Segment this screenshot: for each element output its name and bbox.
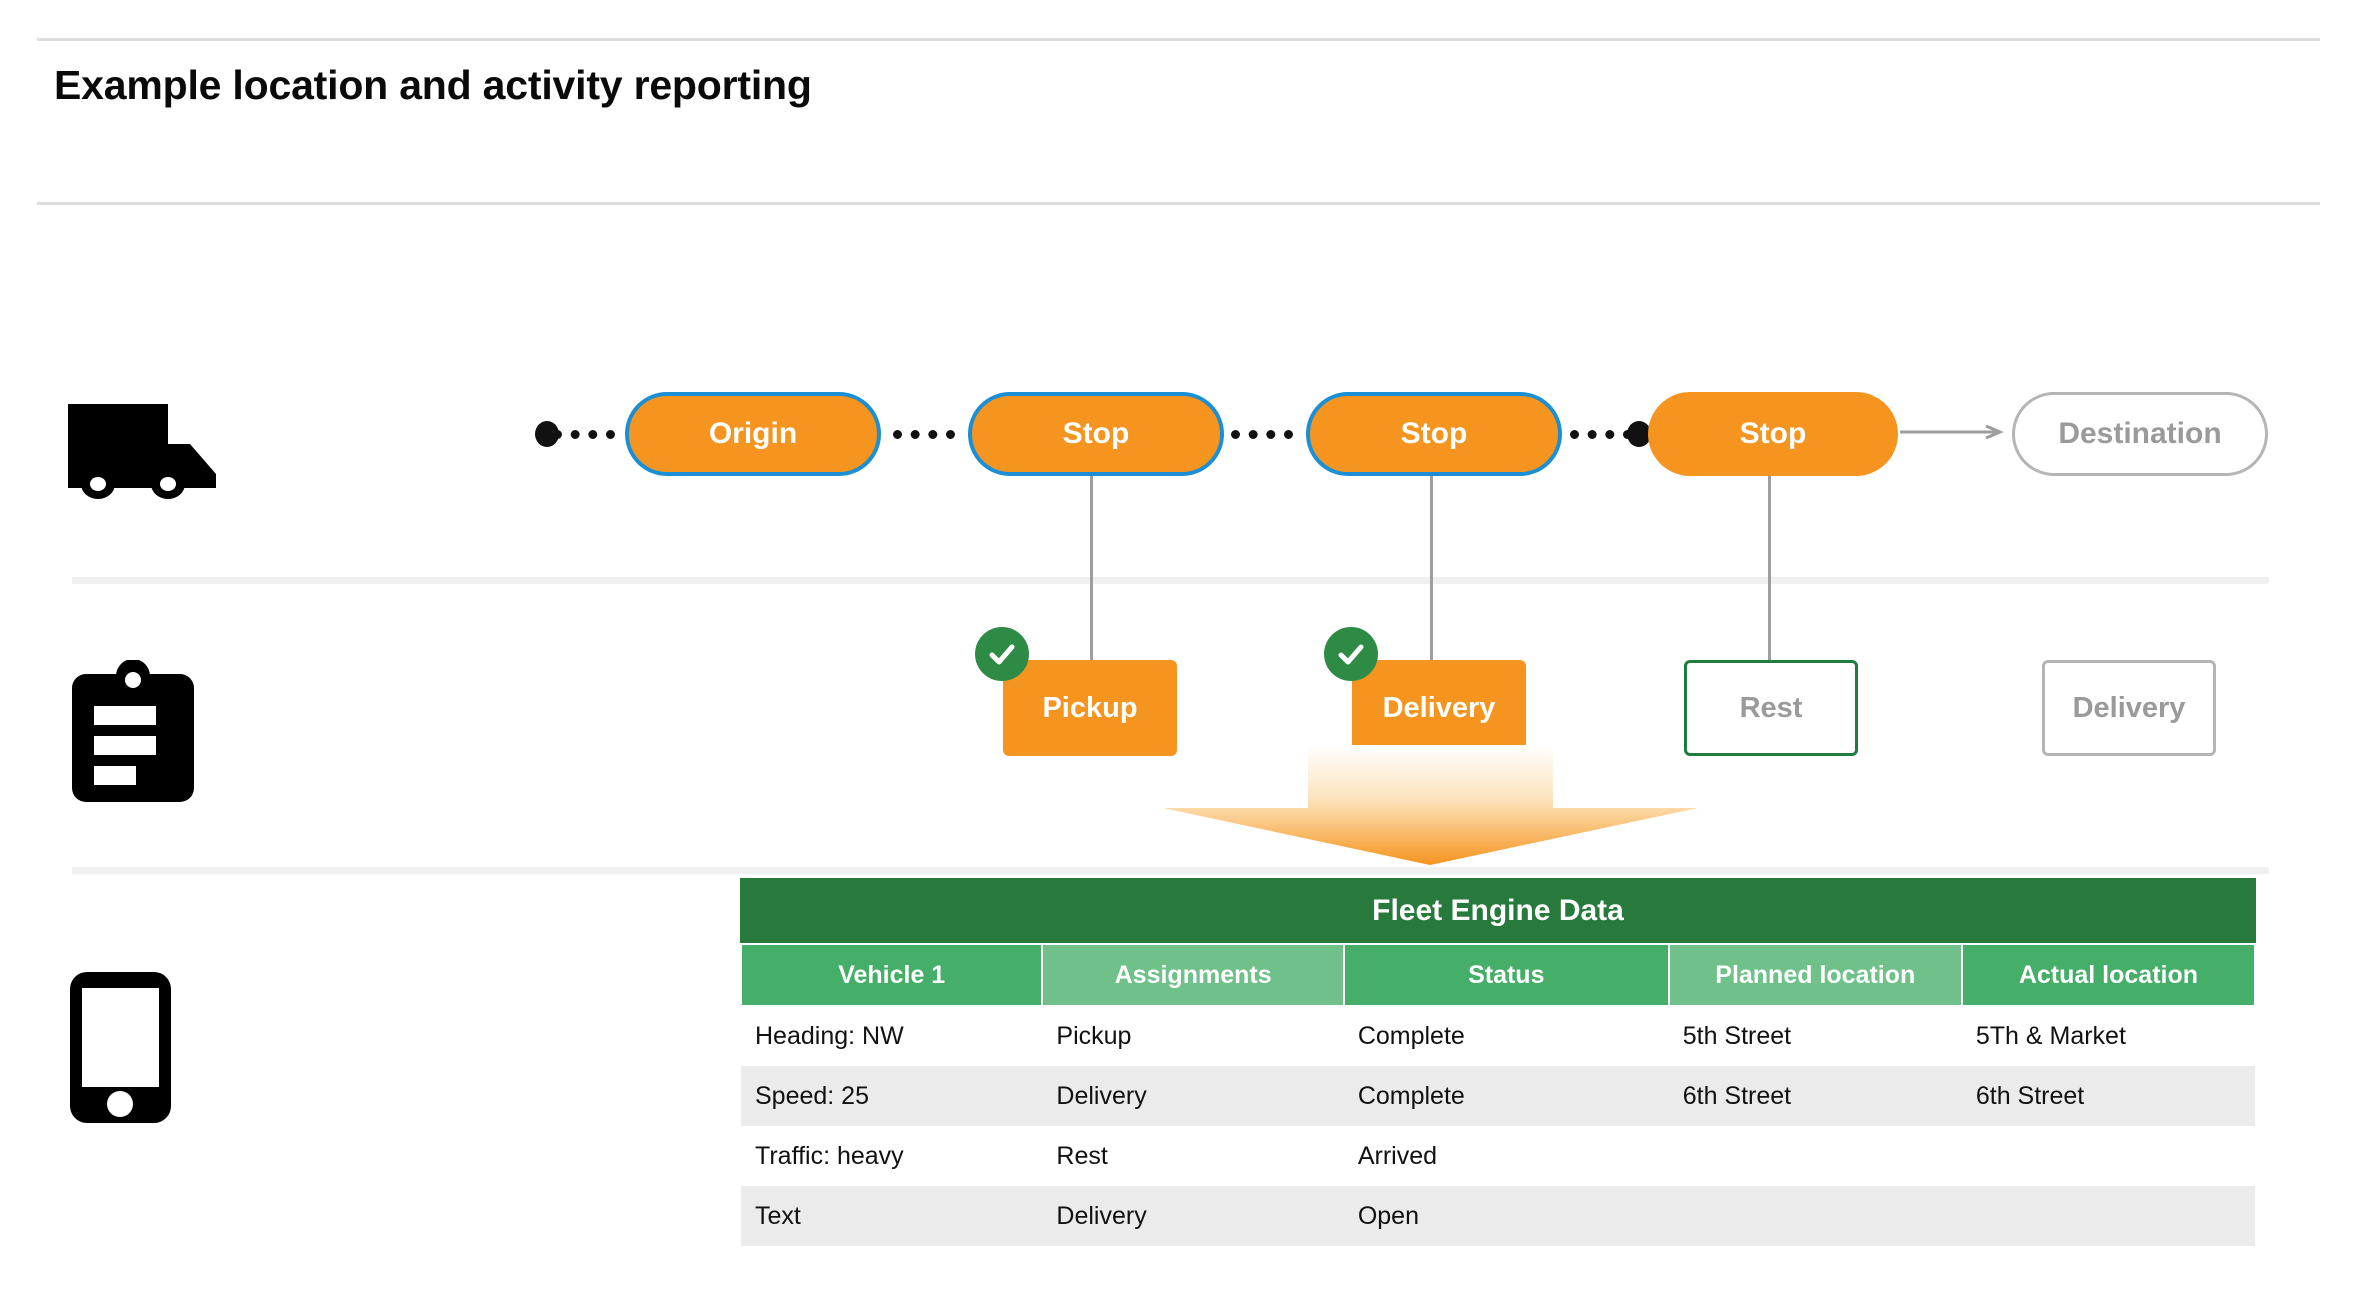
phone-icon bbox=[70, 972, 171, 1123]
data-table: Vehicle 1 Assignments Status Planned loc… bbox=[739, 943, 2257, 1246]
route-stop-2[interactable]: Stop bbox=[1306, 392, 1562, 476]
cell-assignment: Delivery bbox=[1042, 1186, 1344, 1246]
route-dotted-connector bbox=[553, 430, 615, 439]
cell-planned: 5th Street bbox=[1682, 1022, 1792, 1050]
route-dotted-connector bbox=[893, 430, 955, 439]
cell-vehicle: Speed: 25 bbox=[741, 1066, 1043, 1126]
connector-stop2-to-delivery bbox=[1430, 476, 1433, 666]
activity-label: Delivery bbox=[2072, 691, 2186, 724]
activity-label: Pickup bbox=[1042, 691, 1138, 724]
cell-actual bbox=[1961, 1186, 2255, 1246]
table-title: Fleet Engine Data bbox=[740, 878, 2256, 943]
table-row: Heading: NW Pickup Complete 5th Street 5… bbox=[741, 1006, 2255, 1066]
page-title: Example location and activity reporting bbox=[54, 62, 812, 108]
column-header-assignments[interactable]: Assignments bbox=[1041, 943, 1345, 1007]
cell-assignment: Pickup bbox=[1056, 1022, 1132, 1050]
route-arrow-to-destination bbox=[1900, 425, 2004, 439]
cell-assignment: Delivery bbox=[1042, 1066, 1344, 1126]
route-stop-label: Origin bbox=[708, 417, 798, 450]
cell-vehicle: Heading: NW bbox=[755, 1022, 904, 1050]
cell-status: Open bbox=[1343, 1186, 1669, 1246]
route-mid-dot bbox=[1627, 421, 1651, 447]
section-separator-vehicle-activity bbox=[72, 577, 2269, 584]
cell-vehicle: Text bbox=[741, 1186, 1043, 1246]
column-header-status[interactable]: Status bbox=[1342, 943, 1670, 1007]
activity-delivery-2[interactable]: Delivery bbox=[2042, 660, 2216, 756]
cell-planned bbox=[1669, 1126, 1962, 1186]
cell-actual: 6th Street bbox=[1961, 1066, 2255, 1126]
activity-label: Rest bbox=[1739, 691, 1803, 724]
activity-pickup[interactable]: Pickup bbox=[1003, 660, 1177, 756]
route-destination[interactable]: Destination bbox=[2012, 392, 2268, 476]
cell-actual: 5Th & Market bbox=[1975, 1022, 2126, 1050]
clipboard-icon bbox=[72, 660, 194, 802]
activity-label: Delivery bbox=[1382, 691, 1496, 724]
table-row: Traffic: heavy Rest Arrived bbox=[741, 1126, 2255, 1186]
table-row: Speed: 25 Delivery Complete 6th Street 6… bbox=[741, 1066, 2255, 1126]
fleet-engine-data-table: Fleet Engine Data Vehicle 1 Assignments … bbox=[739, 878, 2257, 1246]
route-stop-label: Destination bbox=[2058, 417, 2222, 450]
cell-status: Complete bbox=[1357, 1022, 1465, 1050]
column-header-planned-location[interactable]: Planned location bbox=[1667, 943, 1963, 1007]
route-stop-label: Stop bbox=[1062, 417, 1130, 450]
route-dotted-connector bbox=[1570, 430, 1632, 439]
column-header-vehicle[interactable]: Vehicle 1 bbox=[739, 943, 1044, 1007]
down-arrow-icon bbox=[1163, 745, 1698, 865]
cell-actual bbox=[1962, 1126, 2255, 1186]
route-stop-label: Stop bbox=[1400, 417, 1468, 450]
section-separator-activity-device bbox=[72, 867, 2269, 874]
route-stop-1[interactable]: Stop bbox=[968, 392, 1224, 476]
check-icon bbox=[1324, 627, 1378, 681]
connector-stop3-to-rest bbox=[1768, 476, 1771, 666]
cell-assignment: Rest bbox=[1056, 1141, 1108, 1170]
route-dotted-connector bbox=[1231, 430, 1293, 439]
header-rule-top bbox=[37, 38, 2320, 41]
cell-planned: 6th Street bbox=[1668, 1066, 1962, 1126]
route-stop-3[interactable]: Stop bbox=[1648, 392, 1898, 476]
activity-rest[interactable]: Rest bbox=[1684, 660, 1858, 756]
route-stop-origin[interactable]: Origin bbox=[625, 392, 881, 476]
column-header-actual-location[interactable]: Actual location bbox=[1960, 943, 2257, 1007]
table-row: Text Delivery Open bbox=[741, 1186, 2255, 1246]
cell-planned bbox=[1668, 1186, 1962, 1246]
activity-delivery[interactable]: Delivery bbox=[1352, 660, 1526, 756]
cell-vehicle: Traffic: heavy bbox=[755, 1141, 904, 1170]
check-icon bbox=[975, 627, 1029, 681]
table-header-row: Vehicle 1 Assignments Status Planned loc… bbox=[739, 943, 2257, 1007]
connector-stop1-to-pickup bbox=[1090, 476, 1093, 666]
route-stop-label: Stop bbox=[1739, 417, 1807, 450]
cell-status: Complete bbox=[1343, 1066, 1669, 1126]
cell-status: Arrived bbox=[1357, 1141, 1437, 1170]
header-rule-bottom bbox=[37, 202, 2320, 205]
truck-icon bbox=[68, 404, 216, 499]
